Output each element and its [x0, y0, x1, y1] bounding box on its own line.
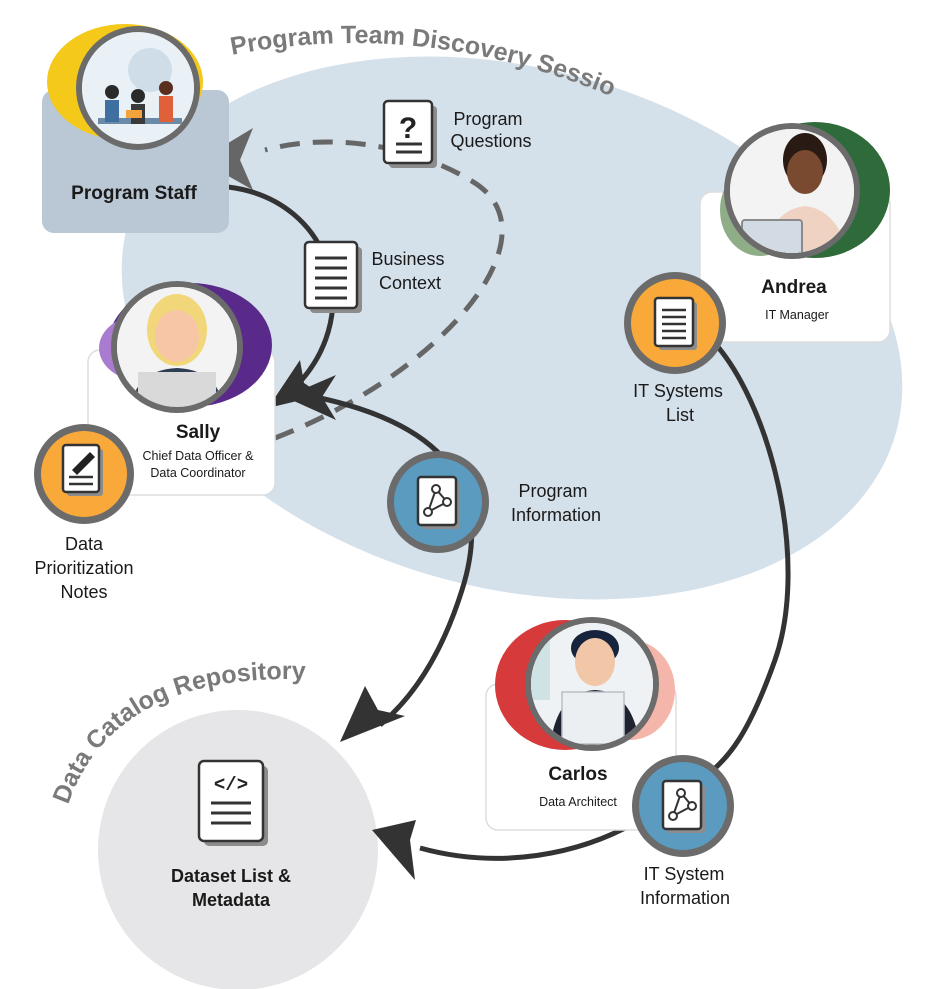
program-information-label: Program [518, 481, 587, 501]
dataset-list-label: Dataset List & [171, 866, 291, 886]
carlos-node: Carlos Data Architect [485, 617, 677, 831]
program-questions-artifact: ? Program Questions [382, 99, 532, 168]
data-prioritization-artifact: Data Prioritization Notes [34, 424, 134, 602]
it-systems-list-label: IT Systems [633, 381, 723, 401]
program-staff-node: Program Staff [42, 24, 229, 233]
svg-text:</>: </> [214, 774, 248, 796]
sally-avatar [117, 287, 237, 407]
andrea-name: Andrea [761, 277, 827, 298]
program-info-connector [319, 395, 475, 727]
program-questions-label-2: Questions [450, 131, 531, 151]
carlos-role: Data Architect [539, 795, 617, 809]
it-system-information-artifact: IT System Information [632, 755, 734, 908]
andrea-role: IT Manager [765, 308, 829, 322]
andrea-node: Andrea IT Manager [699, 122, 891, 343]
sally-arrowhead [285, 375, 336, 420]
it-systems-list-label-2: List [666, 405, 694, 425]
sally-role-line-1: Chief Data Officer & [143, 449, 255, 463]
code-document-icon [197, 759, 265, 843]
it-system-info-connector [419, 817, 642, 861]
data-prioritization-label-3: Notes [60, 582, 107, 602]
it-systems-connector [698, 336, 791, 783]
sally-role-line-2: Data Coordinator [150, 466, 245, 480]
svg-text:?: ? [399, 112, 417, 145]
dataset-list-artifact: </> Dataset List & Metadata [171, 759, 291, 910]
sally-name: Sally [176, 422, 221, 443]
data-prioritization-label: Data [65, 534, 104, 554]
program-information-artifact: Program Information [387, 451, 601, 553]
it-systems-list-artifact: IT Systems List [624, 272, 726, 425]
sally-node: Sally Chief Data Officer & Data Coordina… [87, 281, 276, 496]
program-staff-name: Program Staff [71, 183, 197, 204]
dataset-list-label-2: Metadata [192, 890, 271, 910]
program-staff-avatar [82, 40, 194, 140]
business-context-label-2: Context [379, 273, 441, 293]
repository-arrowhead-top [340, 686, 405, 742]
it-system-information-label: IT System [644, 864, 725, 884]
repository-area [98, 710, 378, 989]
document-question-icon [382, 99, 434, 165]
business-context-label: Business [371, 249, 444, 269]
program-information-label-2: Information [511, 505, 601, 525]
data-prioritization-label-2: Prioritization [34, 558, 133, 578]
business-context-artifact: Business Context [303, 240, 445, 313]
dashed-connector [264, 139, 505, 441]
it-system-information-label-2: Information [640, 888, 730, 908]
repository-arrowhead-bottom [372, 820, 416, 880]
program-questions-label: Program [453, 109, 522, 129]
carlos-name: Carlos [548, 764, 607, 785]
